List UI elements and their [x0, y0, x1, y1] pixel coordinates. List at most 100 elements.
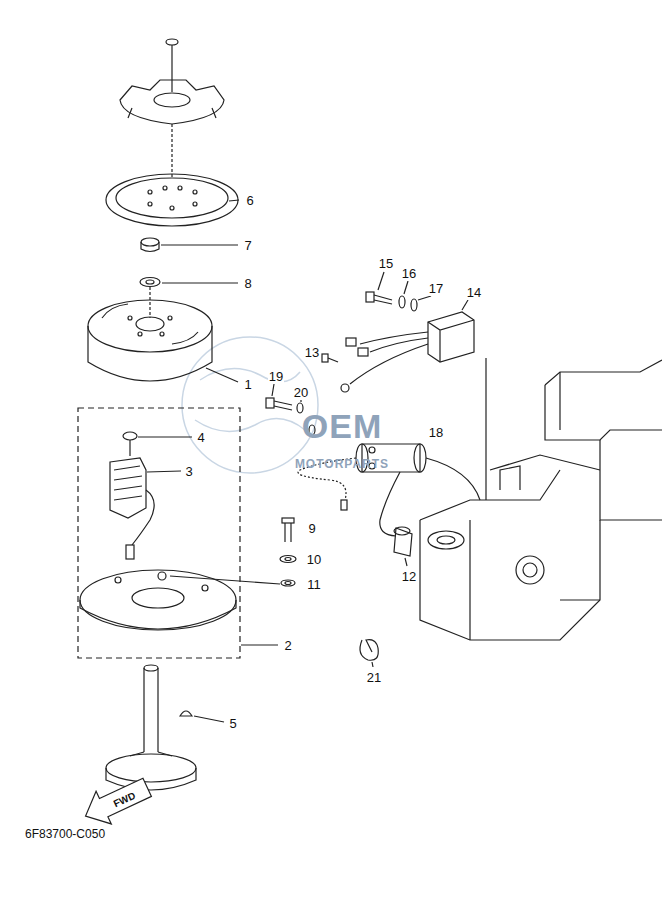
- cdi-unit-part-shape: [322, 354, 328, 362]
- ignition-coil-part-shape: [369, 447, 375, 453]
- callout-number: 10: [306, 552, 322, 567]
- ignition-coil-part-shape: [426, 458, 480, 500]
- plate-part-shape: [116, 178, 228, 218]
- flywheel-part-shape: [136, 317, 164, 331]
- plate-part-shape: [106, 174, 238, 226]
- clip-part-shape: [360, 640, 378, 661]
- callout-number: 4: [196, 430, 205, 445]
- bolt-part-shape: [290, 523, 291, 542]
- crankshaft-part-shape: [144, 665, 158, 671]
- key-part-shape: [194, 716, 224, 722]
- base-plate-part-shape: [202, 585, 208, 591]
- engine-block-shape: [437, 536, 455, 544]
- flywheel-part-shape: [172, 332, 198, 344]
- callout-number: 18: [428, 425, 444, 440]
- cdi-unit-part-shape: [360, 332, 428, 344]
- engine-block-shape: [420, 520, 600, 640]
- flywheel-part-shape: [102, 304, 128, 318]
- cdi-unit-part-shape: [411, 299, 417, 311]
- charge-coil-part: [110, 458, 181, 559]
- starter-plate-shape: [166, 39, 178, 45]
- watermark-globe-shape: [195, 419, 305, 432]
- callout-number: 21: [366, 670, 382, 685]
- clip-part-shape: [372, 662, 373, 667]
- ignition-coil-part-shape: [405, 558, 407, 566]
- engine-block-shape: [420, 470, 560, 520]
- bolt-part: [280, 518, 296, 586]
- plate-part-shape: [193, 202, 197, 206]
- base-plate-part-shape: [115, 577, 121, 583]
- base-plate-part-shape: [80, 600, 236, 629]
- forward-arrow-shape: [78, 771, 155, 832]
- engine-block-shape: [516, 556, 544, 584]
- callout-number: 5: [228, 716, 237, 731]
- cdi-unit-part-shape: [428, 312, 474, 362]
- engine-block-shape: [490, 455, 600, 470]
- plate-part-shape: [148, 202, 152, 206]
- bolt-part-shape: [280, 556, 296, 563]
- charge-coil-part-shape: [126, 545, 134, 559]
- callout-number: 9: [307, 521, 316, 536]
- clip-part: [360, 640, 378, 667]
- callout-number: 2: [283, 638, 292, 653]
- nut-part-shape: [161, 244, 238, 245]
- callout-number: 19: [268, 369, 284, 384]
- cdi-unit-part-shape: [350, 344, 428, 384]
- callout-number: 12: [401, 569, 417, 584]
- bolt-part-shape: [272, 384, 274, 396]
- watermark-globe: [182, 337, 318, 473]
- group-bracket-shape: [78, 408, 240, 658]
- flywheel-part-shape: [88, 326, 212, 381]
- starter-plate: [120, 39, 224, 178]
- flywheel-part-shape: [160, 332, 164, 336]
- charge-coil-part-shape: [147, 471, 181, 472]
- bolt-part-shape: [284, 523, 285, 542]
- key-part-shape: [180, 711, 192, 716]
- callout-number: 15: [378, 256, 394, 271]
- engine-block-shape: [428, 531, 464, 549]
- group-bracket: [78, 408, 278, 658]
- forward-arrow: [78, 771, 155, 832]
- ignition-coil-part-shape: [394, 527, 410, 535]
- cdi-unit-part-shape: [378, 272, 384, 290]
- charge-coil-part-shape: [132, 490, 154, 545]
- callout-number: 17: [428, 281, 444, 296]
- ignition-coil-part-shape: [414, 444, 426, 472]
- base-plate-part-shape: [158, 572, 166, 580]
- watermark: OEM: [301, 408, 383, 444]
- cdi-unit-part-shape: [462, 300, 468, 310]
- cdi-unit-part-shape: [428, 320, 474, 362]
- cdi-unit-part-shape: [399, 296, 405, 308]
- watermark-globe-shape: [182, 337, 318, 473]
- bolt-part-shape: [274, 401, 292, 405]
- cdi-unit-part-shape: [418, 296, 431, 300]
- callout-number: 11: [306, 577, 322, 592]
- plate-part-shape: [148, 190, 152, 194]
- cdi-unit-part: [322, 272, 474, 392]
- nut-part: [141, 238, 238, 252]
- engine-block-shape: [600, 440, 662, 520]
- direction-label: FWD: [110, 787, 139, 811]
- engine-block-shape: [545, 385, 662, 440]
- cdi-unit-part-shape: [374, 295, 392, 300]
- washer-part-shape: [146, 280, 154, 284]
- engine-block-shape: [559, 372, 560, 430]
- plate-part: [106, 174, 239, 226]
- flywheel-part-shape: [128, 316, 132, 320]
- cdi-unit-part-shape: [346, 338, 356, 346]
- crankshaft-part-shape: [106, 754, 196, 782]
- charge-coil-part-shape: [114, 466, 142, 500]
- starter-plate-shape: [128, 108, 216, 118]
- bolt-part-shape: [266, 398, 274, 408]
- engine-block-shape: [485, 358, 486, 500]
- watermark: MOTORPARTS: [294, 457, 390, 471]
- cdi-unit-part-shape: [328, 358, 338, 362]
- bolt-part-shape: [274, 406, 292, 410]
- flywheel-part: [88, 300, 238, 382]
- screw-part-shape: [129, 440, 130, 456]
- washer-part-shape: [149, 287, 150, 318]
- screw-part-shape: [123, 432, 137, 440]
- engine-block-shape: [469, 520, 470, 640]
- cdi-unit-part-shape: [341, 384, 349, 392]
- bolt-part-shape: [282, 518, 294, 523]
